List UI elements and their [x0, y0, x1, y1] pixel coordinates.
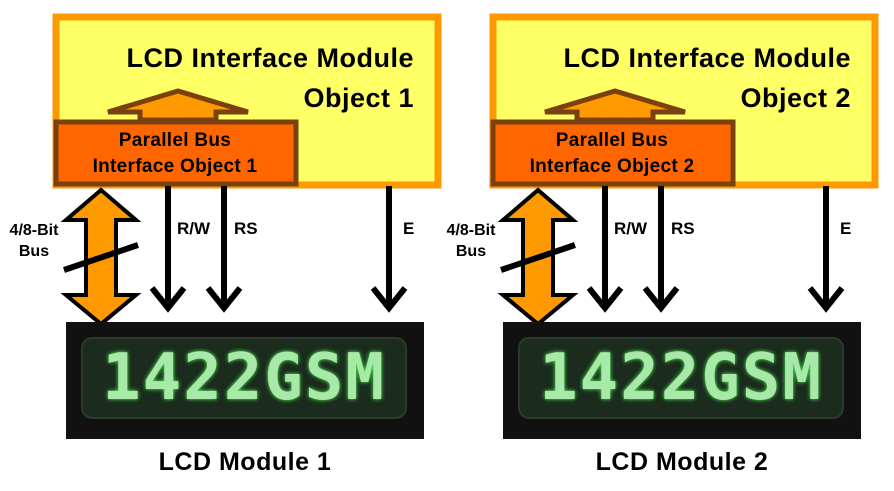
lcd-display-text: 1422GSM [539, 341, 823, 415]
rs-signal-label: RS [234, 219, 258, 238]
parallel-bus-label-line1: Parallel Bus [118, 130, 232, 151]
lcd-screen [518, 337, 844, 419]
interface-module-title-line2: Object 2 [740, 83, 851, 113]
bus-width-label: 4/8-Bit Bus [2, 220, 66, 262]
rw-arrow [586, 186, 624, 313]
parallel-bus-label-line1: Parallel Bus [555, 130, 669, 151]
lcd-module-caption: LCD Module 1 [158, 448, 332, 476]
bus-width-label-line2: Bus [455, 243, 487, 260]
module-2: LCD Interface Module Object 2 Parallel B… [437, 0, 884, 491]
parallel-bus-box [53, 119, 299, 187]
interface-module-title-line1: LCD Interface Module [563, 43, 851, 73]
module-2-graphics [489, 13, 879, 439]
bus-width-label: 4/8-Bit Bus [439, 220, 503, 262]
e-arrow [807, 186, 845, 313]
module-1: LCD Interface Module Object 1 Parallel B… [2, 38, 415, 476]
parallel-bus-label: Parallel Bus Interface Object 2 [495, 128, 729, 180]
rw-signal-label: R/W [614, 219, 648, 238]
rw-signal-label: R/W [177, 219, 211, 238]
rs-arrow [205, 186, 243, 313]
interface-module-title-line2: Object 1 [303, 83, 414, 113]
rs-signal-label: RS [671, 219, 695, 238]
parallel-bus-box [490, 119, 736, 187]
bus-width-slash [63, 242, 139, 273]
lcd-display-text: 1422GSM [102, 341, 386, 415]
lcd-module-caption: LCD Module 2 [595, 448, 769, 476]
parallel-bus-label-line2: Interface Object 1 [92, 156, 258, 177]
parallel-bus-label-line2: Interface Object 2 [529, 156, 695, 177]
bus-width-label-line2: Bus [18, 243, 50, 260]
bus-width-label-line1: 4/8-Bit [446, 222, 496, 239]
e-signal-label: E [403, 219, 415, 238]
e-signal-label: E [840, 219, 852, 238]
module-1-graphics [52, 13, 442, 439]
rs-arrow [642, 186, 680, 313]
interface-module-title: LCD Interface Module Object 2 [471, 38, 851, 118]
parallel-bus-label: Parallel Bus Interface Object 1 [58, 128, 292, 180]
interface-module-title: LCD Interface Module Object 1 [34, 38, 414, 118]
lcd-screen [81, 337, 407, 419]
rw-arrow [149, 186, 187, 313]
e-arrow [370, 186, 408, 313]
interface-module-title-line1: LCD Interface Module [126, 43, 414, 73]
bus-width-label-line1: 4/8-Bit [9, 222, 59, 239]
bus-width-slash [500, 242, 576, 273]
